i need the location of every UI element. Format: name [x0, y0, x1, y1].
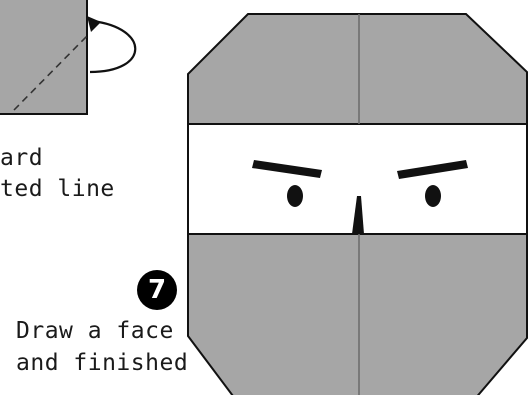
step-instruction-line2: and finished	[16, 348, 188, 378]
step-number-badge: 7	[137, 270, 177, 310]
ninja-face-figure	[188, 14, 527, 395]
previous-step-figure	[0, 0, 135, 114]
previous-step-text-line2: ted line	[0, 174, 115, 204]
paper-square	[0, 0, 87, 114]
eye-right	[425, 185, 441, 207]
fold-arrow-icon	[90, 21, 135, 72]
fold-arrowhead-icon	[87, 16, 101, 32]
eye-left	[287, 185, 303, 207]
previous-step-text-line1: ard	[0, 143, 43, 173]
step-instruction-line1: Draw a face	[16, 316, 174, 346]
